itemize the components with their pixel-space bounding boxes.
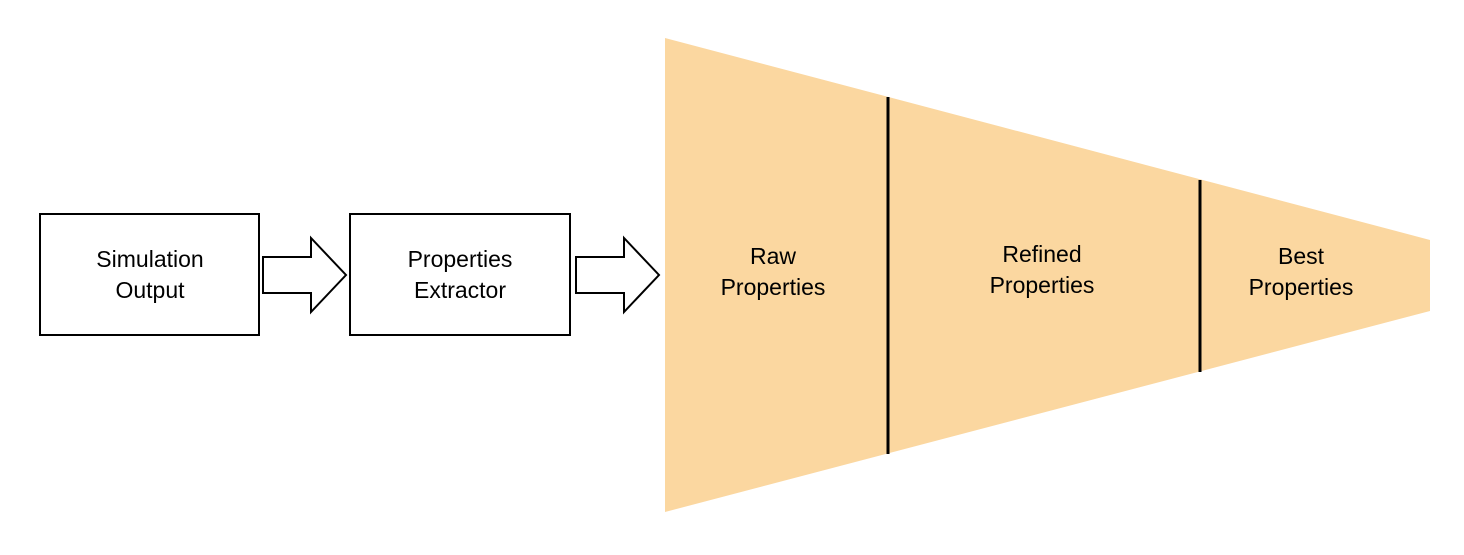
simulation-output-box xyxy=(39,213,260,336)
properties-extractor-box xyxy=(349,213,571,336)
funnel-shape xyxy=(665,38,1430,512)
arrow-icon xyxy=(262,235,348,315)
arrow-icon xyxy=(575,235,661,315)
